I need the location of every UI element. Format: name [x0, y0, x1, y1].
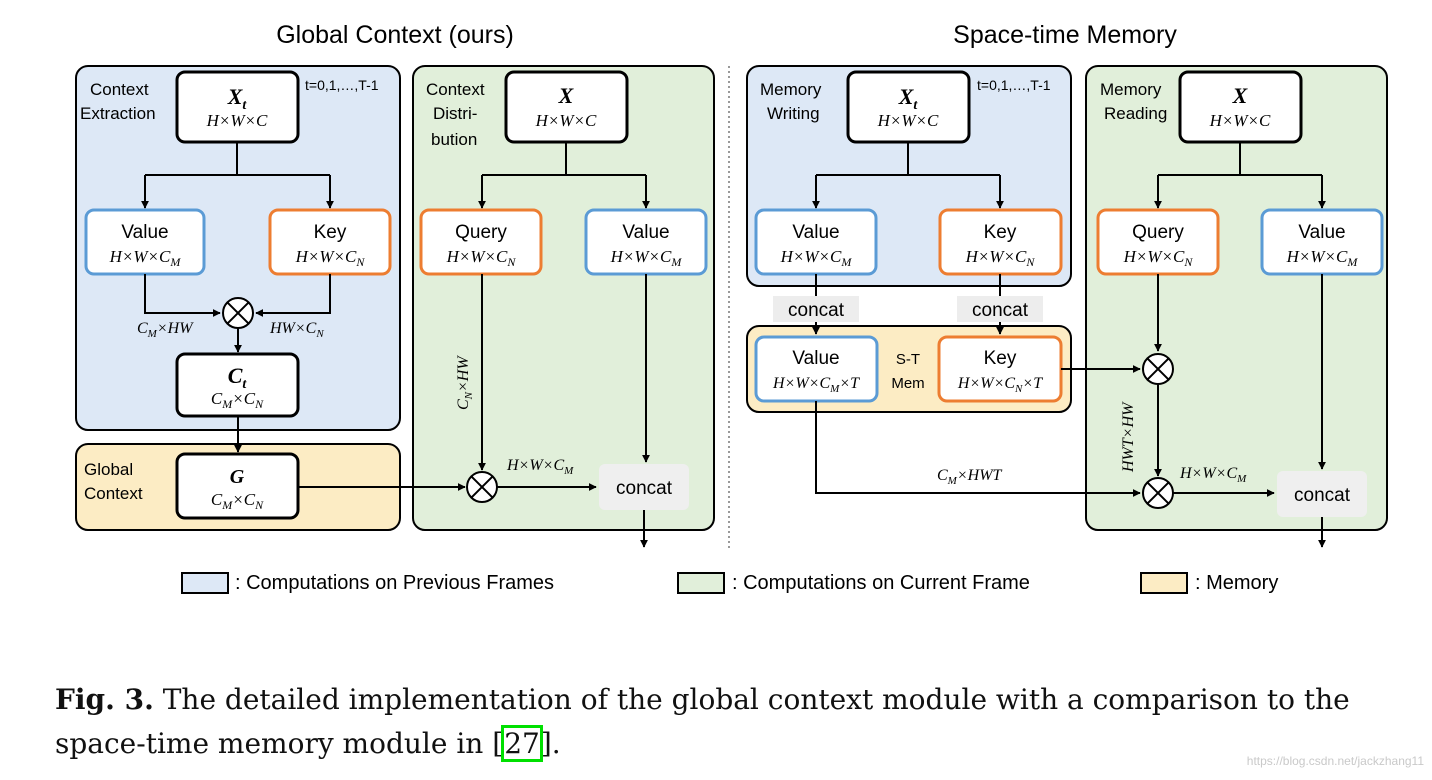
xt-name: Xt	[227, 84, 248, 113]
memory-reading-panel	[1085, 65, 1388, 531]
writing-label-1: Memory	[760, 80, 822, 99]
legend-prev-label: : Computations on Previous Frames	[235, 572, 554, 594]
value-dims: H×W×CM	[109, 247, 182, 269]
caption-label: Fig. 3.	[55, 683, 154, 716]
writing-t-range: t=0,1,…,T-1	[977, 77, 1051, 93]
caption-end: .	[551, 727, 561, 760]
mr-query-label: Query	[1132, 222, 1184, 243]
mr-concat-label: concat	[1294, 485, 1351, 506]
watermark: https://blog.csdn.net/jackzhang11	[1246, 754, 1424, 768]
mem-key-label: Key	[984, 348, 1017, 369]
concat2-box	[957, 296, 1043, 322]
concat-label: concat	[616, 478, 673, 499]
legend-mem-swatch	[1140, 572, 1188, 594]
citation-link[interactable]: 27	[501, 725, 543, 762]
extraction-label-1: Context	[90, 80, 149, 99]
writing-label-2: Writing	[767, 104, 820, 123]
figure-caption: Fig. 3. The detailed implementation of t…	[55, 683, 1350, 762]
g-dims: CM×CN	[211, 490, 264, 512]
left-title: Global Context (ours)	[276, 21, 514, 49]
mw-value-label: Value	[792, 222, 839, 243]
reading-label-2: Reading	[1104, 104, 1167, 123]
mw-key-dims: H×W×CN	[965, 247, 1036, 269]
mr-value-label: Value	[1298, 222, 1345, 243]
st-mem-label-1: S-T	[896, 351, 920, 368]
x-dims: H×W×C	[535, 111, 597, 130]
extraction-label-2: Extraction	[80, 104, 156, 123]
ct-name: Ct	[228, 363, 248, 392]
multiply-icon	[222, 297, 254, 329]
mw-key-label: Key	[984, 222, 1017, 243]
concat2-label: concat	[972, 300, 1029, 321]
cm-hw-label: CM×HW	[137, 320, 194, 340]
value2-dims: H×W×CM	[610, 247, 683, 269]
concat1-box	[773, 296, 859, 322]
distribution-label-2: Distri-	[433, 104, 477, 123]
mr-x-name: X	[1232, 83, 1249, 108]
x-name: X	[558, 83, 575, 108]
multiply-icon	[1142, 477, 1174, 509]
right-title: Space-time Memory	[953, 21, 1177, 49]
value2-label: Value	[622, 222, 669, 243]
mem-value-dims: H×W×CM×T	[772, 375, 860, 395]
key-label: Key	[314, 222, 347, 243]
st-mem-label-2: Mem	[891, 375, 924, 392]
legend-curr-label: : Computations on Current Frame	[732, 572, 1030, 594]
mem-value-label: Value	[792, 348, 839, 369]
concat-box	[599, 464, 689, 510]
legend-mem-label: : Memory	[1195, 572, 1278, 594]
mr-query-dims: H×W×CN	[1123, 247, 1194, 269]
mem-key-dims: H×W×CN×T	[957, 375, 1043, 395]
query-dims: H×W×CN	[446, 247, 517, 269]
concat1-label: concat	[788, 300, 845, 321]
architecture-diagram: Global Context (ours) Space-time Memory …	[75, 21, 1388, 594]
g-name: G	[230, 466, 245, 488]
legend-prev-swatch	[181, 572, 229, 594]
reading-label-1: Memory	[1100, 80, 1162, 99]
context-distribution-panel	[412, 65, 715, 531]
xt-dims: H×W×C	[206, 111, 268, 130]
global-label-1: Global	[84, 460, 133, 479]
cn-hw-label: CN×HW	[455, 355, 475, 410]
query-label: Query	[455, 222, 507, 243]
legend-curr-swatch	[677, 572, 725, 594]
mw-xt-name: Xt	[898, 84, 919, 113]
global-label-2: Context	[84, 484, 143, 503]
value-label: Value	[121, 222, 168, 243]
multiply-icon	[1142, 353, 1174, 385]
key-dims: H×W×CN	[295, 247, 366, 269]
distribution-label-1: Context	[426, 80, 485, 99]
mr-x-dims: H×W×C	[1209, 111, 1271, 130]
hwt-hw-label: HWT×HW	[1120, 401, 1137, 473]
mr-value-dims: H×W×CM	[1286, 247, 1359, 269]
mw-value-dims: H×W×CM	[780, 247, 853, 269]
mr-concat-box	[1277, 471, 1367, 517]
mr-hwcm-label: H×W×CM	[1179, 465, 1247, 485]
caption-text: The detailed implementation of the globa…	[55, 683, 1350, 760]
mw-xt-dims: H×W×C	[877, 111, 939, 130]
ct-dims: CM×CN	[211, 389, 264, 411]
hwcm-label: H×W×CM	[506, 457, 574, 477]
cm-hwt-label: CM×HWT	[937, 467, 1003, 487]
multiply-icon	[466, 471, 498, 503]
hw-cn-label: HW×CN	[269, 320, 324, 340]
distribution-label-3: bution	[431, 130, 477, 149]
extraction-t-range: t=0,1,…,T-1	[305, 77, 379, 93]
